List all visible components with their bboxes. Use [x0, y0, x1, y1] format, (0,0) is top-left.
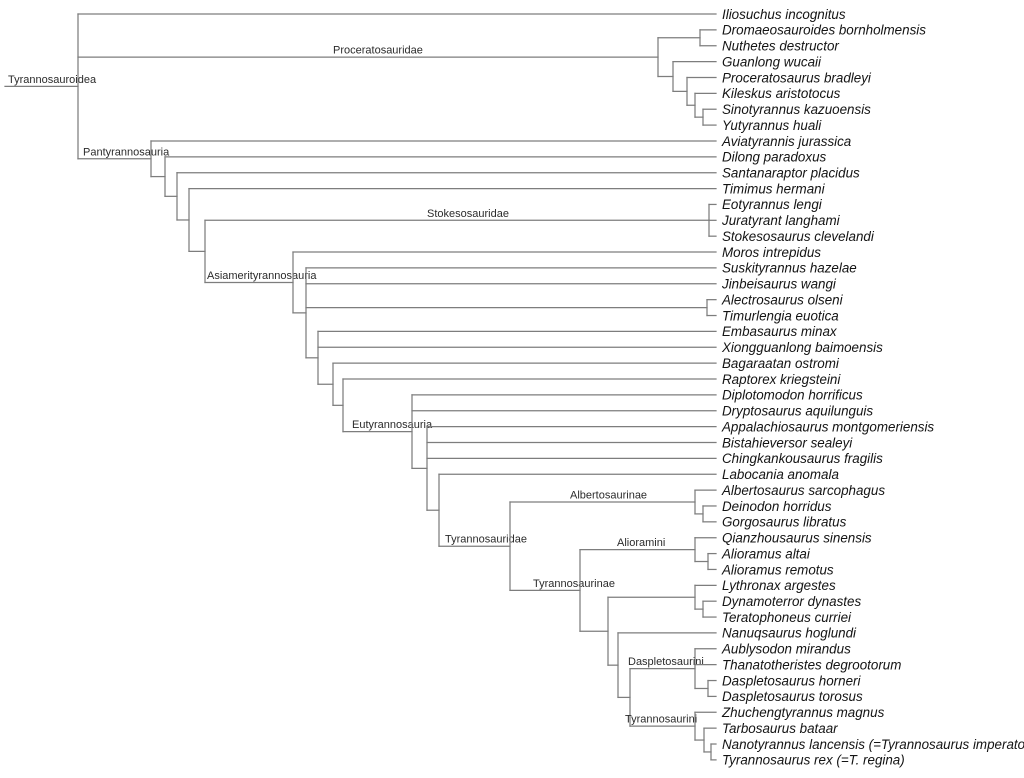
clade-label-tyrannosauroidea: Tyrannosauroidea [8, 74, 97, 86]
taxon-name-dryptosaurus-aquilunguis: Dryptosaurus aquilunguis [722, 404, 873, 419]
clade-label-stokesosauridae: Stokesosauridae [427, 208, 509, 220]
taxon-name-dilong-paradoxus: Dilong paradoxus [722, 150, 827, 165]
taxon-name-embasaurus-minax: Embasaurus minax [722, 324, 838, 339]
taxon-name-albertosaurus-sarcophagus: Albertosaurus sarcophagus [721, 483, 885, 498]
taxon-name-santanaraptor-placidus: Santanaraptor placidus [722, 166, 860, 181]
clade-label-tyrannosaurini: Tyrannosaurini [625, 714, 697, 726]
taxon-name-nuthetes-destructor: Nuthetes destructor [722, 39, 839, 54]
clade-label-asiamerityrannosauria: Asiamerityrannosauria [207, 270, 317, 282]
taxon-name-jinbeisaurus-wangi: Jinbeisaurus wangi [721, 277, 837, 292]
taxon-name-qianzhousaurus-sinensis: Qianzhousaurus sinensis [722, 531, 872, 546]
clade-label-albertosaurinae: Albertosaurinae [570, 490, 647, 502]
clade-label-tyrannosaurinae: Tyrannosaurinae [533, 578, 615, 590]
taxon-name-daspletosaurus-torosus: Daspletosaurus torosus [722, 689, 863, 704]
clade-label-pantyrannosauria: Pantyrannosauria [83, 146, 170, 158]
taxon-name-bagaraatan-ostromi: Bagaraatan ostromi [722, 356, 840, 371]
taxon-name-suskityrannus-hazelae: Suskityrannus hazelae [722, 261, 857, 276]
taxon-name-deinodon-horridus: Deinodon horridus [722, 499, 832, 514]
clade-label-daspletosaurini: Daspletosaurini [628, 656, 704, 668]
taxon-name-lythronax-argestes: Lythronax argestes [722, 578, 836, 593]
taxon-name-teratophoneus-curriei: Teratophoneus curriei [722, 610, 852, 625]
taxon-name-alectrosaurus-olseni: Alectrosaurus olseni [721, 292, 844, 307]
taxon-name-proceratosaurus-bradleyi: Proceratosaurus bradleyi [722, 70, 872, 85]
taxon-name-alioramus-altai: Alioramus altai [721, 546, 811, 561]
taxon-name-stokesosaurus-clevelandi: Stokesosaurus clevelandi [722, 229, 875, 244]
taxon-name-guanlong-wucaii: Guanlong wucaii [722, 54, 822, 69]
taxon-name-daspletosaurus-horneri: Daspletosaurus horneri [722, 673, 861, 688]
taxon-name-alioramus-remotus: Alioramus remotus [721, 562, 834, 577]
taxon-name-aublysodon-mirandus: Aublysodon mirandus [721, 642, 851, 657]
taxon-name-chingkankousaurus-fragilis: Chingkankousaurus fragilis [722, 451, 883, 466]
taxon-name-labocania-anomala: Labocania anomala [722, 467, 839, 482]
taxon-name-thanatotheristes-degrootorum: Thanatotheristes degrootorum [722, 657, 901, 672]
taxon-name-nanotyrannus-lancensis-tyrannosaurus-imperator: Nanotyrannus lancensis (=Tyrannosaurus i… [722, 737, 1024, 752]
clade-label-proceratosauridae: Proceratosauridae [333, 45, 423, 57]
clade-label-tyrannosauridae: Tyrannosauridae [445, 534, 527, 546]
taxon-name-moros-intrepidus: Moros intrepidus [722, 245, 821, 260]
taxon-name-sinotyrannus-kazuoensis: Sinotyrannus kazuoensis [722, 102, 871, 117]
taxon-name-bistahieversor-sealeyi: Bistahieversor sealeyi [722, 435, 853, 450]
taxon-name-juratyrant-langhami: Juratyrant langhami [721, 213, 841, 228]
taxon-name-zhuchengtyrannus-magnus: Zhuchengtyrannus magnus [721, 705, 885, 720]
taxon-name-gorgosaurus-libratus: Gorgosaurus libratus [722, 515, 847, 530]
taxon-name-raptorex-kriegsteini: Raptorex kriegsteini [722, 372, 841, 387]
taxon-name-yutyrannus-huali: Yutyrannus huali [722, 118, 822, 133]
taxon-name-iliosuchus-incognitus: Iliosuchus incognitus [722, 7, 846, 22]
taxon-name-dromaeosauroides-bornholmensis: Dromaeosauroides bornholmensis [722, 23, 926, 38]
taxon-name-appalachiosaurus-montgomeriensis: Appalachiosaurus montgomeriensis [721, 419, 934, 434]
clade-label-eutyrannosauria: Eutyrannosauria [352, 419, 433, 431]
taxon-name-kileskus-aristotocus: Kileskus aristotocus [722, 86, 841, 101]
taxon-name-eotyrannus-lengi: Eotyrannus lengi [722, 197, 823, 212]
taxon-name-timurlengia-euotica: Timurlengia euotica [722, 308, 839, 323]
taxon-name-aviatyrannis-jurassica: Aviatyrannis jurassica [721, 134, 851, 149]
taxon-name-diplotomodon-horrificus: Diplotomodon horrificus [722, 388, 863, 403]
taxon-name-timimus-hermani: Timimus hermani [722, 181, 826, 196]
taxon-name-nanuqsaurus-hoglundi: Nanuqsaurus hoglundi [722, 626, 857, 641]
taxon-name-xiongguanlong-baimoensis: Xiongguanlong baimoensis [721, 340, 883, 355]
taxon-name-tyrannosaurus-rex-t-regina: Tyrannosaurus rex (=T. regina) [722, 753, 905, 768]
taxon-name-tarbosaurus-bataar: Tarbosaurus bataar [722, 721, 838, 736]
clade-label-alioramini: Alioramini [617, 537, 665, 549]
taxon-name-dynamoterror-dynastes: Dynamoterror dynastes [722, 594, 861, 609]
